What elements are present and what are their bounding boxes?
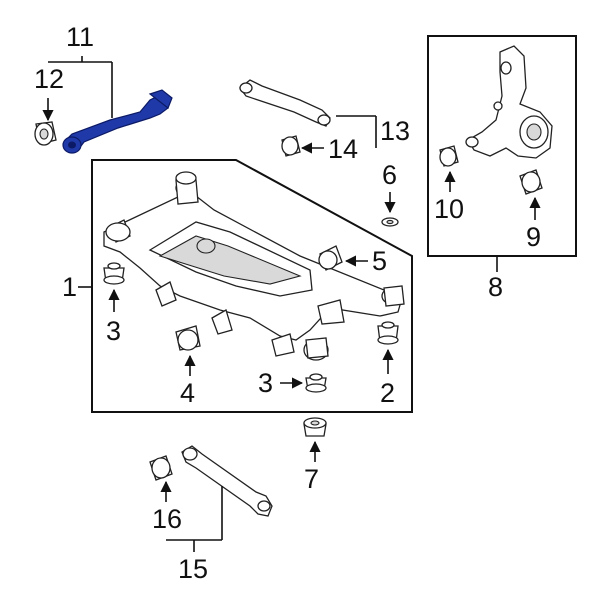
callout-12: 12 [34,64,64,94]
callout-3-bottom: 3 [258,368,273,398]
leader-13 [336,115,377,148]
bushing-part-5[interactable] [318,245,343,271]
mount-part-3-bottom[interactable] [305,373,327,393]
crossmember-subframe-part-1[interactable] [103,171,405,361]
callout-16: 16 [152,504,182,534]
callout-9: 9 [526,222,541,252]
knuckle-frame [427,35,577,257]
bushing-part-16[interactable] [149,455,173,481]
upper-arm-part-13[interactable] [239,79,331,127]
washer-part-6[interactable] [381,217,399,227]
leader-15 [166,486,223,552]
callout-8: 8 [488,272,503,302]
callout-15: 15 [178,554,208,584]
bushing-part-14[interactable] [281,135,301,157]
callout-14: 14 [328,134,358,164]
lateral-arm-part-11[interactable] [62,89,173,154]
bushing-part-4[interactable] [175,325,201,351]
subframe-frame [91,159,413,413]
callout-11: 11 [66,22,94,52]
leader-11 [48,56,113,118]
mount-part-2[interactable] [377,321,399,345]
callout-4: 4 [180,378,195,408]
bushing-part-10[interactable] [439,145,459,167]
callout-2: 2 [380,378,395,408]
callout-1: 1 [62,272,77,302]
bushing-part-9[interactable] [519,169,543,195]
callout-5: 5 [372,246,387,276]
callout-13: 13 [380,116,410,146]
callout-7: 7 [304,464,319,494]
callout-6: 6 [382,160,397,190]
trailing-arm-part-15[interactable] [181,445,273,517]
callout-3-left: 3 [106,316,121,346]
bushing-part-12[interactable] [34,121,57,146]
mount-part-3-left[interactable] [103,262,125,285]
knuckle-part-8[interactable] [465,45,553,159]
mount-part-7[interactable] [303,417,327,437]
callout-10: 10 [434,194,464,224]
